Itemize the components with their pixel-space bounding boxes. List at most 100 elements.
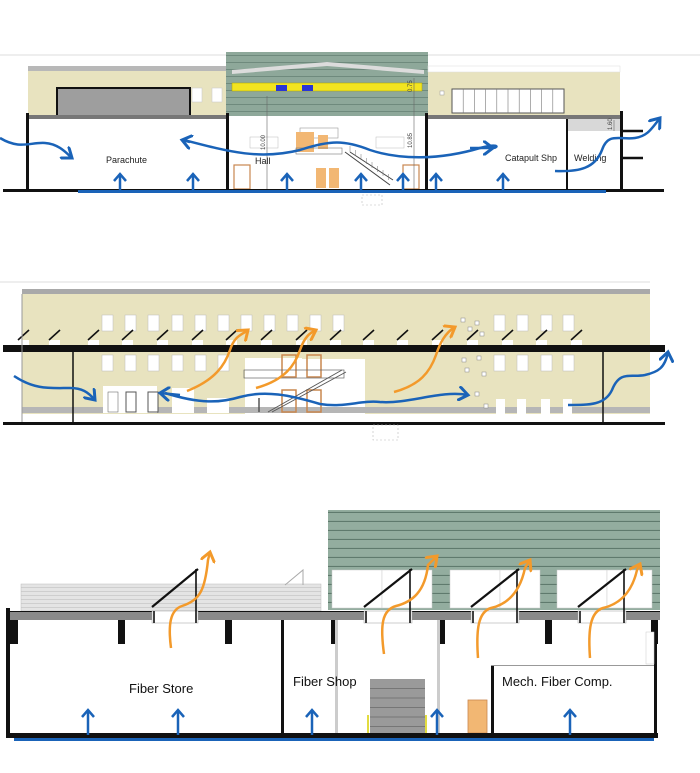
arrow-head [280,172,294,182]
vent-flap [363,568,413,608]
door [563,399,572,414]
room-label-welding: Welding [574,153,606,163]
supply-up-arrow [81,708,95,735]
floor-slab [3,345,665,352]
louvre-row [17,329,583,348]
louvre [362,329,375,348]
dimension-0-75: 0.75 [408,80,414,92]
louvre-opening [18,340,29,348]
louvre-opening [330,340,341,348]
louvre-opening [49,340,60,348]
supply-up-arrow [171,708,185,735]
louvre-blade [362,329,375,341]
warm-air-exhaust-arrows [168,552,640,659]
first-floor-window [516,354,529,372]
airflow-cool-arrow [0,136,72,158]
door [329,168,339,188]
vent-square [460,317,466,323]
supply-up-arrow [430,708,444,735]
vent-flap [151,568,199,608]
roller-door-slats [370,688,425,727]
louvre [156,329,169,348]
upper-window [240,314,253,332]
crane-trolley [302,85,313,91]
louvre [396,329,409,348]
roof-beam [545,620,552,644]
louvre-blade [121,329,134,341]
vent-square [461,357,467,363]
louvre [620,129,643,160]
louvre [260,329,273,348]
hall-roof-truss [232,62,424,74]
roof-vent-small [284,568,304,586]
louvre-opening [536,340,547,348]
slab-right [428,115,620,119]
vent-flap [577,568,627,608]
dimension-10-00: 10.00 [261,134,267,150]
louvre-opening [363,340,374,348]
louvre-opening [571,340,582,348]
upper-window [171,314,184,332]
roof-beams [118,620,658,644]
roof-beam [225,620,232,644]
wall-pier [10,620,18,644]
door [316,168,326,188]
floor-supply-arrows [113,172,510,190]
window [211,87,223,103]
vent-square [464,367,470,373]
first-floor-window [562,354,575,372]
clerestory-window [556,569,608,609]
louvre [466,329,479,348]
window [191,87,203,103]
vent-square [467,326,473,332]
dimension-1-60: 1.60 [608,118,614,130]
staircase [344,151,394,186]
louvre-blade [535,329,548,341]
upper-window [493,314,506,332]
louvre-blade [17,329,30,341]
airflow-warm-arrow [168,552,210,649]
upper-window [101,314,114,332]
roof-slab-edge [10,611,660,612]
room-label-fiber-shop: Fiber Shop [293,674,357,689]
louvre-opening [88,340,99,348]
room-label-fiber-store: Fiber Store [129,681,193,696]
louvre-opening [192,340,203,348]
crane-beam [231,82,423,92]
vent-flap [470,568,520,608]
wall [226,113,229,191]
roof-panels [20,583,322,612]
louvre [17,329,30,348]
louvre-opening [122,340,133,348]
supply-up-arrow [186,172,200,190]
pit-outline [372,424,399,441]
louvre-blade [191,329,204,341]
plinth [22,407,650,413]
upper-window [217,314,230,332]
crane-trolley [276,85,287,91]
sign-panel [375,136,405,149]
first-floor-window [194,354,207,372]
louvre [87,329,100,348]
upper-window [147,314,160,332]
arrow-head [354,172,368,182]
louvre-opening [157,340,168,348]
door [541,399,550,414]
louvre-blade [329,329,342,341]
vent-opening [439,90,445,96]
section-1-hangar: 10.00 10.85 1.60 0.75 Parachute Hall Cat… [0,52,700,206]
arrow-head [305,708,319,718]
wall [491,665,494,735]
door [318,135,328,149]
first-floor-windows [101,354,575,372]
section-3-fiber-workshop: Fiber Store Fiber Shop Mech. Fiber Comp. [6,510,660,741]
louvre-blade [570,329,583,341]
column-light [645,631,655,665]
upper-window [332,314,345,332]
floor-supply-arrows [81,708,577,735]
vent-square [481,371,487,377]
roof-beam [331,620,338,644]
wall [566,119,568,191]
arrow-head [496,172,510,182]
airflow-exhaust-arrow [567,352,668,407]
